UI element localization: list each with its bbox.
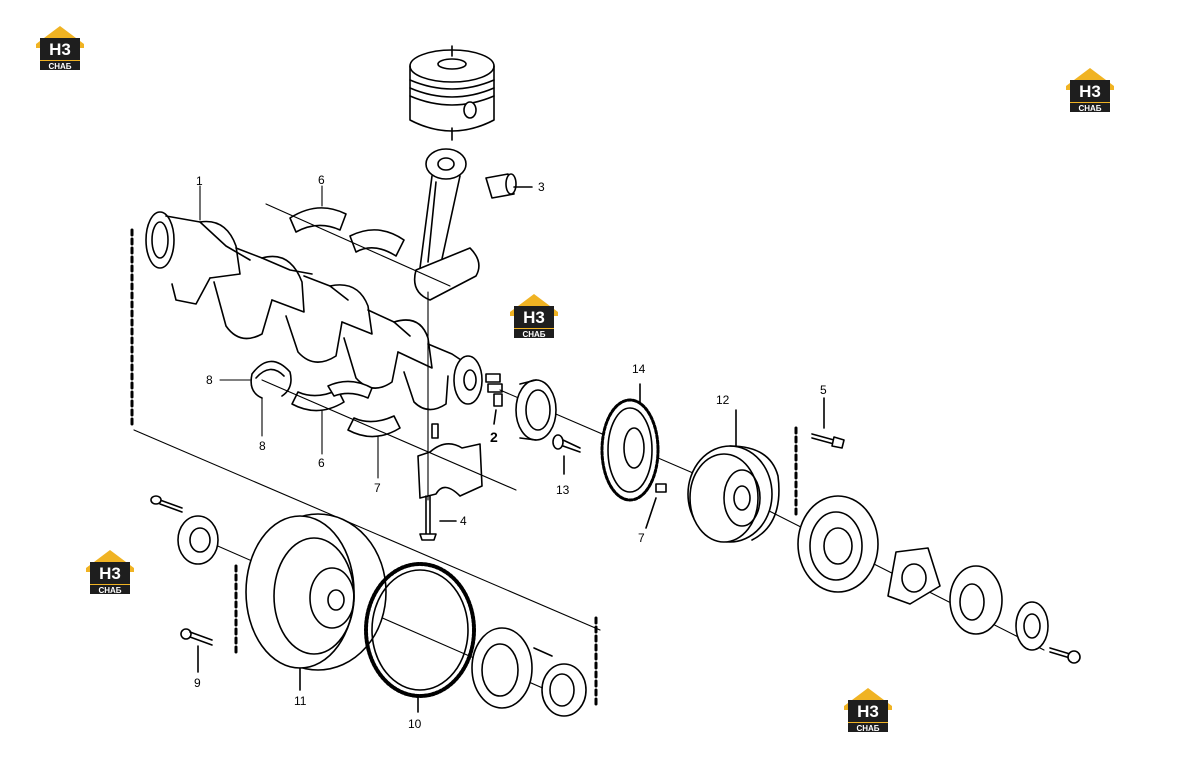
label-part-2: 2: [490, 429, 498, 445]
label-part-7-right: 7: [638, 531, 645, 545]
label-part-12: 12: [716, 393, 730, 407]
flywheel: [245, 513, 387, 691]
small-end-bush: [485, 173, 533, 199]
thrust-washers: [250, 360, 292, 399]
crankshaft: [145, 211, 503, 411]
ring-gear: [364, 562, 476, 713]
gear-bolt: [552, 434, 581, 475]
dashed-brackets: [130, 228, 798, 708]
rear-ring: [949, 565, 1003, 635]
logo-letters: H3: [49, 40, 71, 59]
label-part-1: 1: [196, 174, 203, 188]
logo-caption: CHAБ: [98, 586, 121, 595]
connecting-rod: [413, 127, 480, 301]
logo-caption: CHAБ: [1078, 104, 1101, 113]
key: [493, 393, 503, 425]
logo-letters: H3: [857, 702, 879, 721]
logo-letters: H3: [1079, 82, 1101, 101]
label-part-8-left: 8: [206, 373, 213, 387]
flywheel-bolt: [180, 628, 213, 673]
vibration-damper: [797, 495, 879, 593]
logo-caption: CHAБ: [856, 724, 879, 733]
label-part-6-top: 6: [318, 173, 325, 187]
label-part-3: 3: [538, 180, 545, 194]
logo-caption: CHAБ: [522, 330, 545, 339]
seal-plate: [471, 627, 553, 709]
watermark-logo-center: H3 CHAБ: [508, 292, 560, 340]
pulley-hub: [887, 547, 941, 605]
label-part-14: 14: [632, 362, 646, 376]
retaining-plate: [1015, 601, 1049, 651]
leader-lines: [199, 185, 379, 479]
label-part-11: 11: [294, 694, 307, 708]
part-labels: 1 6 3 8 8 6 7 2 4 14 13 7 12 5 9 11 10: [194, 173, 827, 731]
main-bearing-shells: [289, 207, 405, 412]
front-oil-seal: [515, 379, 557, 441]
label-part-10: 10: [408, 717, 422, 731]
main-bearing-cap: [417, 423, 483, 499]
watermark-logo-top-left: H3 CHAБ: [34, 24, 86, 72]
watermark-logo-left: H3 CHAБ: [84, 548, 136, 596]
rear-oil-seal: [541, 663, 587, 717]
end-bolt: [1049, 647, 1081, 664]
watermark-logo-bottom-right: H3 CHAБ: [842, 686, 894, 734]
rear-seal-housing: [150, 495, 219, 565]
logo-caption: CHAБ: [48, 62, 71, 71]
label-part-4: 4: [460, 514, 467, 528]
label-part-5: 5: [820, 383, 827, 397]
watermark-logo-top-right: H3 CHAБ: [1064, 66, 1116, 114]
logo-letters: H3: [99, 564, 121, 583]
label-part-8-bottom: 8: [259, 439, 266, 453]
label-part-13: 13: [556, 483, 570, 497]
pulley-bolt: [811, 397, 845, 449]
cap-bolt: [419, 495, 457, 541]
thrust-bearing-shells: [327, 380, 401, 438]
timing-gear: [600, 383, 660, 502]
label-part-9: 9: [194, 676, 201, 690]
label-part-7-left: 7: [374, 481, 381, 495]
logo-letters: H3: [523, 308, 545, 327]
crank-pulley: [687, 409, 780, 543]
label-part-6-bottom: 6: [318, 456, 325, 470]
piston: [409, 45, 495, 132]
dowel-pin: [645, 483, 667, 529]
